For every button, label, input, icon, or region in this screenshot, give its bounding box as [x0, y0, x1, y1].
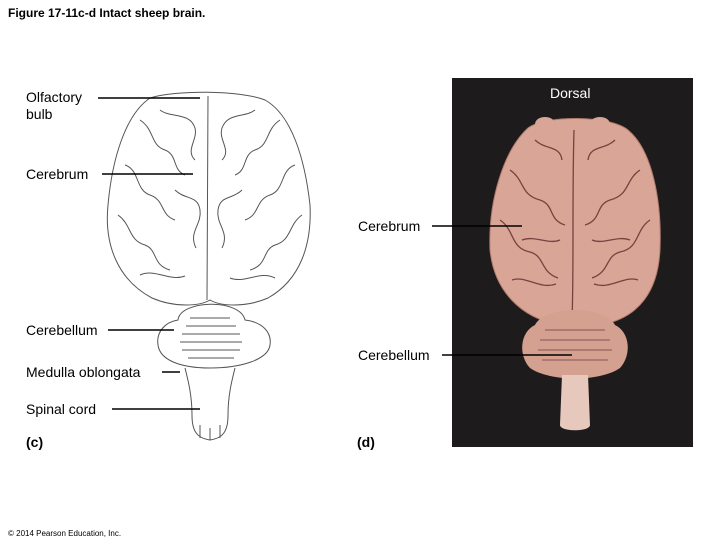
- label-cerebrum-c: Cerebrum: [26, 166, 89, 182]
- label-spinal-cord: Spinal cord: [26, 401, 97, 417]
- figure-title: Figure 17-11c-d Intact sheep brain.: [8, 6, 206, 20]
- label-cerebrum-d: Cerebrum: [358, 218, 421, 234]
- cerebellum-outline: [157, 303, 271, 369]
- photo-spinal-cord: [560, 375, 590, 431]
- cerebrum-outline: [106, 91, 311, 306]
- label-cerebellum-d: Cerebellum: [358, 347, 430, 363]
- panel-letter-c: (c): [26, 434, 44, 450]
- panel-letter-d: (d): [357, 434, 375, 450]
- copyright: © 2014 Pearson Education, Inc.: [8, 529, 122, 538]
- label-olfactory-bulb: Olfactory bulb: [26, 89, 83, 122]
- label-medulla-oblongata: Medulla oblongata: [26, 364, 141, 380]
- photo-cerebrum: [489, 118, 661, 325]
- label-dorsal: Dorsal: [550, 85, 591, 101]
- photo-cerebellum: [522, 310, 628, 379]
- label-cerebellum-c: Cerebellum: [26, 322, 98, 338]
- longitudinal-fissure: [206, 95, 209, 301]
